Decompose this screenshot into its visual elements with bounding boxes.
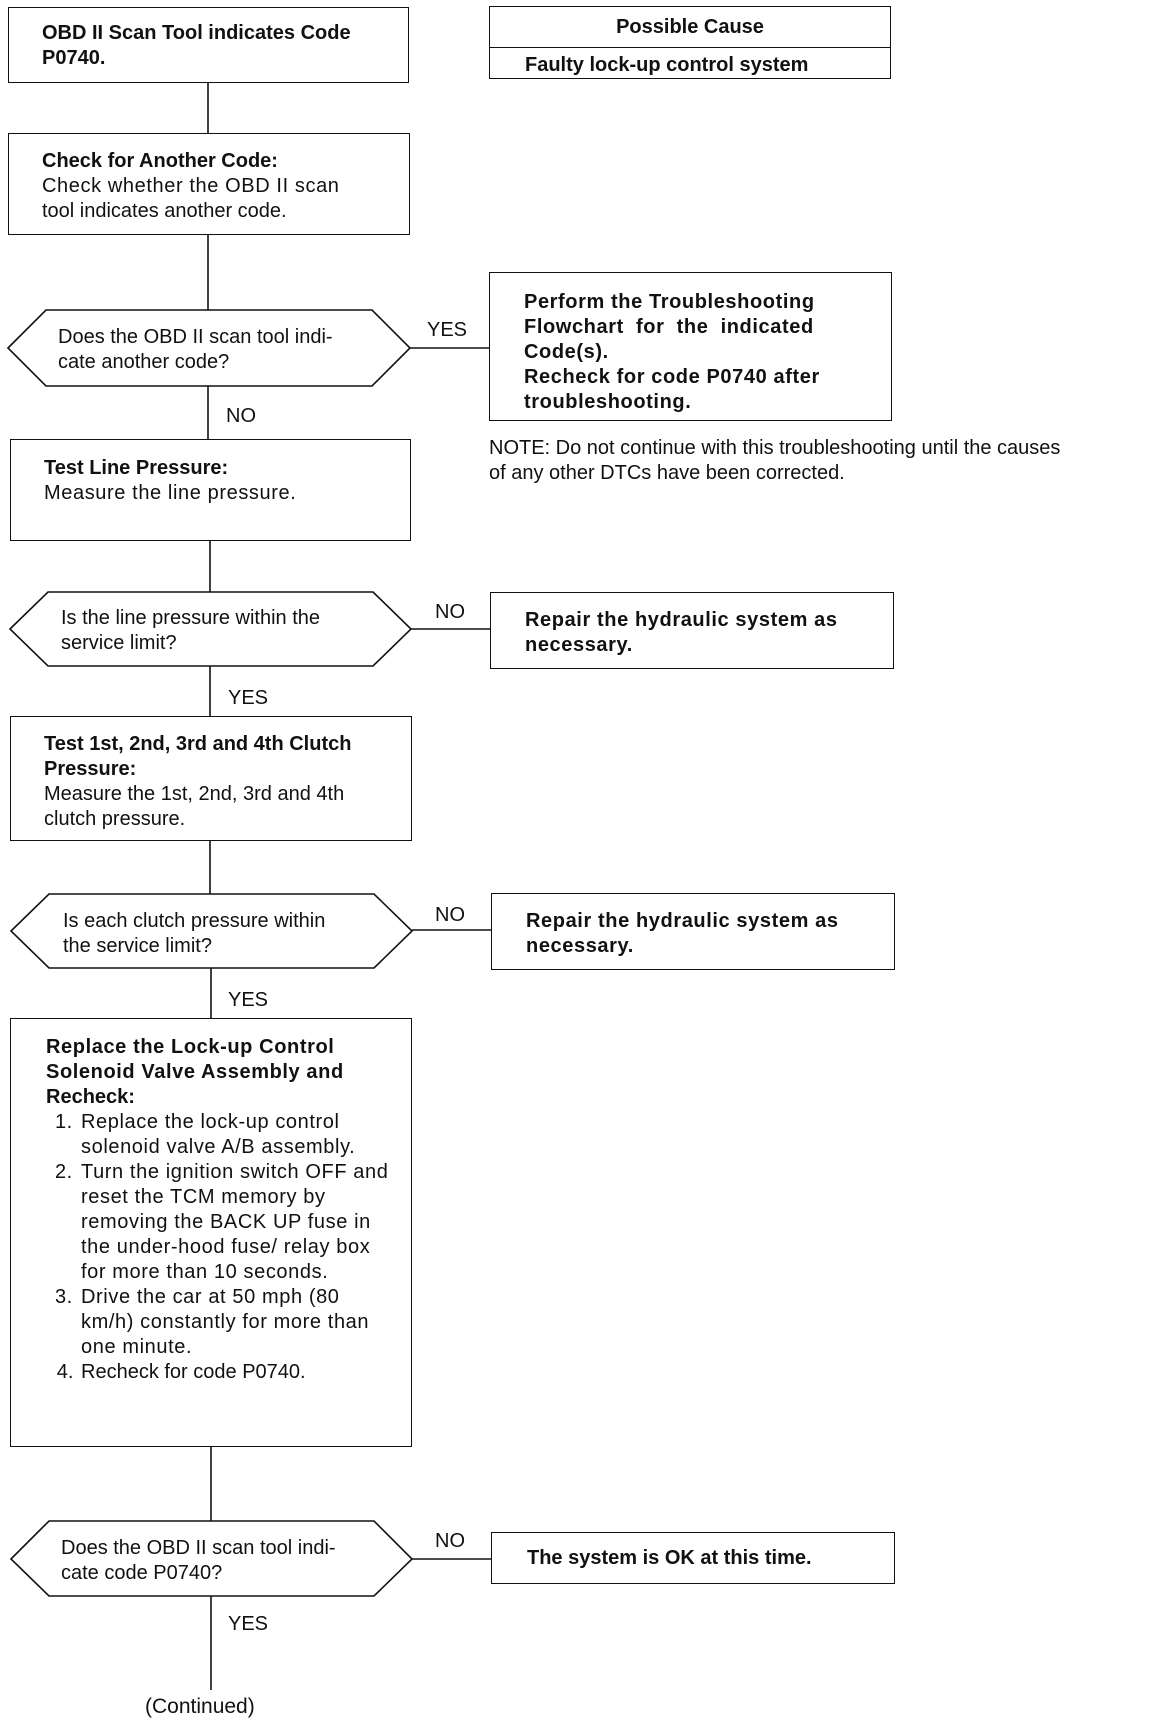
decision-code-p0740-text: Does the OBD II scan tool indi- cate cod… bbox=[61, 1536, 336, 1586]
start-line-1: OBD II Scan Tool indicates Code bbox=[42, 22, 351, 44]
decision-another-code bbox=[6, 309, 412, 387]
replace-title-3: Recheck: bbox=[46, 1086, 135, 1108]
label-no-3: NO bbox=[435, 904, 465, 926]
system-ok-text: The system is OK at this time. bbox=[527, 1547, 812, 1569]
replace-step: Replace the lock-up control solenoid val… bbox=[79, 1110, 391, 1160]
test-line-title: Test Line Pressure: bbox=[44, 457, 229, 479]
label-yes-2: YES bbox=[228, 687, 269, 709]
repair-hydraulic-box-2: Repair the hydraulic system as necessary… bbox=[491, 893, 895, 970]
perform-line-1: Perform the Troubleshooting bbox=[524, 291, 815, 313]
test-clutch-line-1: Measure the 1st, 2nd, 3rd and 4th bbox=[44, 783, 345, 805]
decision-code-p0740 bbox=[9, 1520, 414, 1597]
q-another-line-1: Does the OBD II scan tool indi- bbox=[58, 326, 333, 348]
replace-title-2: Solenoid Valve Assembly and bbox=[46, 1061, 344, 1083]
decision-line-pressure-text: Is the line pressure within the service … bbox=[61, 606, 320, 656]
test-line-text: Test Line Pressure: Measure the line pre… bbox=[44, 456, 296, 506]
replace-step: Recheck for code P0740. bbox=[79, 1360, 391, 1385]
possible-cause-divider bbox=[490, 47, 890, 48]
start-box: OBD II Scan Tool indicates Code P0740. bbox=[8, 7, 409, 83]
label-yes-1: YES bbox=[427, 319, 468, 341]
label-no-1: NO bbox=[226, 405, 256, 427]
check-code-line-1: Check whether the OBD II scan bbox=[42, 175, 340, 197]
replace-step: Turn the ignition switch OFF and reset t… bbox=[79, 1160, 391, 1285]
replace-title-1: Replace the Lock-up Control bbox=[46, 1036, 335, 1058]
decision-another-code-text: Does the OBD II scan tool indi- cate ano… bbox=[58, 325, 333, 375]
decision-clutch-pressure-text: Is each clutch pressure within the servi… bbox=[63, 909, 325, 959]
note-line-1: NOTE: Do not continue with this troubles… bbox=[489, 437, 1061, 459]
check-code-box: Check for Another Code: Check whether th… bbox=[8, 133, 410, 235]
q-line-line-2: service limit? bbox=[61, 632, 177, 654]
label-yes-3: YES bbox=[228, 989, 269, 1011]
start-line-2: P0740. bbox=[42, 47, 106, 69]
repair-1-line-1: Repair the hydraulic system as bbox=[525, 609, 838, 631]
test-clutch-text: Test 1st, 2nd, 3rd and 4th Clutch Pressu… bbox=[44, 732, 351, 832]
repair-2-line-1: Repair the hydraulic system as bbox=[526, 910, 839, 932]
note-text: NOTE: Do not continue with this troubles… bbox=[489, 436, 1060, 486]
system-ok-box: The system is OK at this time. bbox=[491, 1532, 895, 1584]
perform-line-5: troubleshooting. bbox=[524, 391, 692, 413]
replace-text: Replace the Lock-up Control Solenoid Val… bbox=[46, 1035, 391, 1385]
label-no-4: NO bbox=[435, 1530, 465, 1552]
start-text: OBD II Scan Tool indicates Code P0740. bbox=[42, 21, 351, 71]
q-final-line-2: cate code P0740? bbox=[61, 1562, 223, 1584]
perform-line-3: Code(s). bbox=[524, 341, 609, 363]
possible-cause-value: Faulty lock-up control system bbox=[525, 54, 809, 76]
q-clutch-line-2: the service limit? bbox=[63, 935, 212, 957]
test-clutch-pressure-box: Test 1st, 2nd, 3rd and 4th Clutch Pressu… bbox=[10, 716, 412, 841]
test-line-body: Measure the line pressure. bbox=[44, 482, 297, 504]
check-code-text: Check for Another Code: Check whether th… bbox=[42, 149, 340, 224]
possible-cause-header: Possible Cause bbox=[616, 16, 764, 38]
test-clutch-title-1: Test 1st, 2nd, 3rd and 4th Clutch bbox=[44, 733, 352, 755]
label-yes-4: YES bbox=[228, 1613, 269, 1635]
repair-1-line-2: necessary. bbox=[525, 634, 633, 656]
possible-cause-table: Possible Cause Faulty lock-up control sy… bbox=[489, 6, 891, 79]
repair-hydraulic-box-1: Repair the hydraulic system as necessary… bbox=[490, 592, 894, 669]
repair-1-text: Repair the hydraulic system as necessary… bbox=[525, 608, 838, 658]
repair-2-line-2: necessary. bbox=[526, 935, 634, 957]
test-line-pressure-box: Test Line Pressure: Measure the line pre… bbox=[10, 439, 411, 541]
q-another-line-2: cate another code? bbox=[58, 351, 230, 373]
perform-text: Perform the Troubleshooting Flowchart fo… bbox=[524, 290, 820, 415]
check-code-title: Check for Another Code: bbox=[42, 150, 278, 172]
replace-steps: Replace the lock-up control solenoid val… bbox=[46, 1110, 391, 1385]
replace-step: Drive the car at 50 mph (80 km/h) consta… bbox=[79, 1285, 391, 1360]
decision-line-pressure bbox=[8, 591, 413, 667]
test-clutch-title-2: Pressure: bbox=[44, 758, 137, 780]
check-code-line-2: tool indicates another code. bbox=[42, 200, 287, 222]
q-clutch-line-1: Is each clutch pressure within bbox=[63, 910, 326, 932]
test-clutch-line-2: clutch pressure. bbox=[44, 808, 186, 830]
q-line-line-1: Is the line pressure within the bbox=[61, 607, 321, 629]
replace-solenoid-box: Replace the Lock-up Control Solenoid Val… bbox=[10, 1018, 412, 1447]
label-no-2: NO bbox=[435, 601, 465, 623]
repair-2-text: Repair the hydraulic system as necessary… bbox=[526, 909, 839, 959]
continued-label: (Continued) bbox=[145, 1695, 255, 1718]
perform-troubleshooting-box: Perform the Troubleshooting Flowchart fo… bbox=[489, 272, 892, 421]
perform-line-2: Flowchart for the indicated bbox=[524, 316, 814, 338]
note-line-2: of any other DTCs have been corrected. bbox=[489, 462, 845, 484]
perform-line-4: Recheck for code P0740 after bbox=[524, 366, 820, 388]
q-final-line-1: Does the OBD II scan tool indi- bbox=[61, 1537, 336, 1559]
decision-clutch-pressure bbox=[9, 893, 414, 969]
